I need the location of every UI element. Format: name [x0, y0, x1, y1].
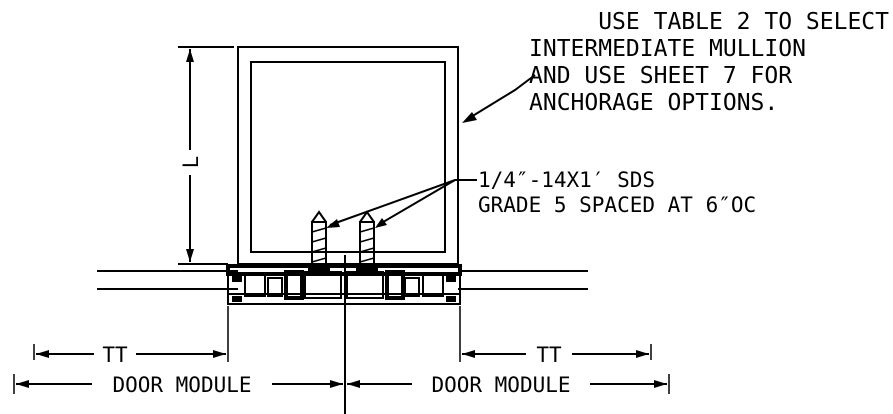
door-frame-lines [97, 270, 588, 290]
right-module-label: DOOR MODULE [431, 373, 570, 397]
mullion-leader [462, 74, 536, 123]
right-module-dimension: DOOR MODULE [347, 373, 670, 397]
fastener-note-line-1: 1/4″-14X1′ SDS [478, 168, 655, 192]
right-tt-dimension: TT [462, 343, 652, 367]
screw-left [308, 210, 330, 274]
fastener-leader [326, 179, 477, 228]
mullion-note-line-1: USE TABLE 2 TO SELECT [598, 9, 889, 35]
left-tt-label: TT [102, 343, 128, 367]
fastener-note-line-2: GRADE 5 SPACED AT 6″OC [478, 193, 756, 217]
mullion-note: USE TABLE 2 TO SELECT INTERMEDIATE MULLI… [529, 9, 889, 116]
intermediate-mullion [237, 46, 459, 265]
mullion-note-line-2: INTERMEDIATE MULLION [529, 36, 806, 62]
height-dimension: L [178, 46, 234, 265]
left-module-dimension: DOOR MODULE [13, 373, 343, 397]
mullion-note-line-3: AND USE SHEET 7 FOR [529, 63, 792, 89]
left-tt-dimension: TT [33, 343, 226, 367]
fastener-note: 1/4″-14X1′ SDS GRADE 5 SPACED AT 6″OC [478, 168, 756, 217]
mullion-note-line-4: ANCHORAGE OPTIONS. [529, 90, 778, 116]
height-label: L [179, 156, 203, 169]
right-tt-label: TT [536, 343, 562, 367]
left-module-label: DOOR MODULE [112, 373, 251, 397]
